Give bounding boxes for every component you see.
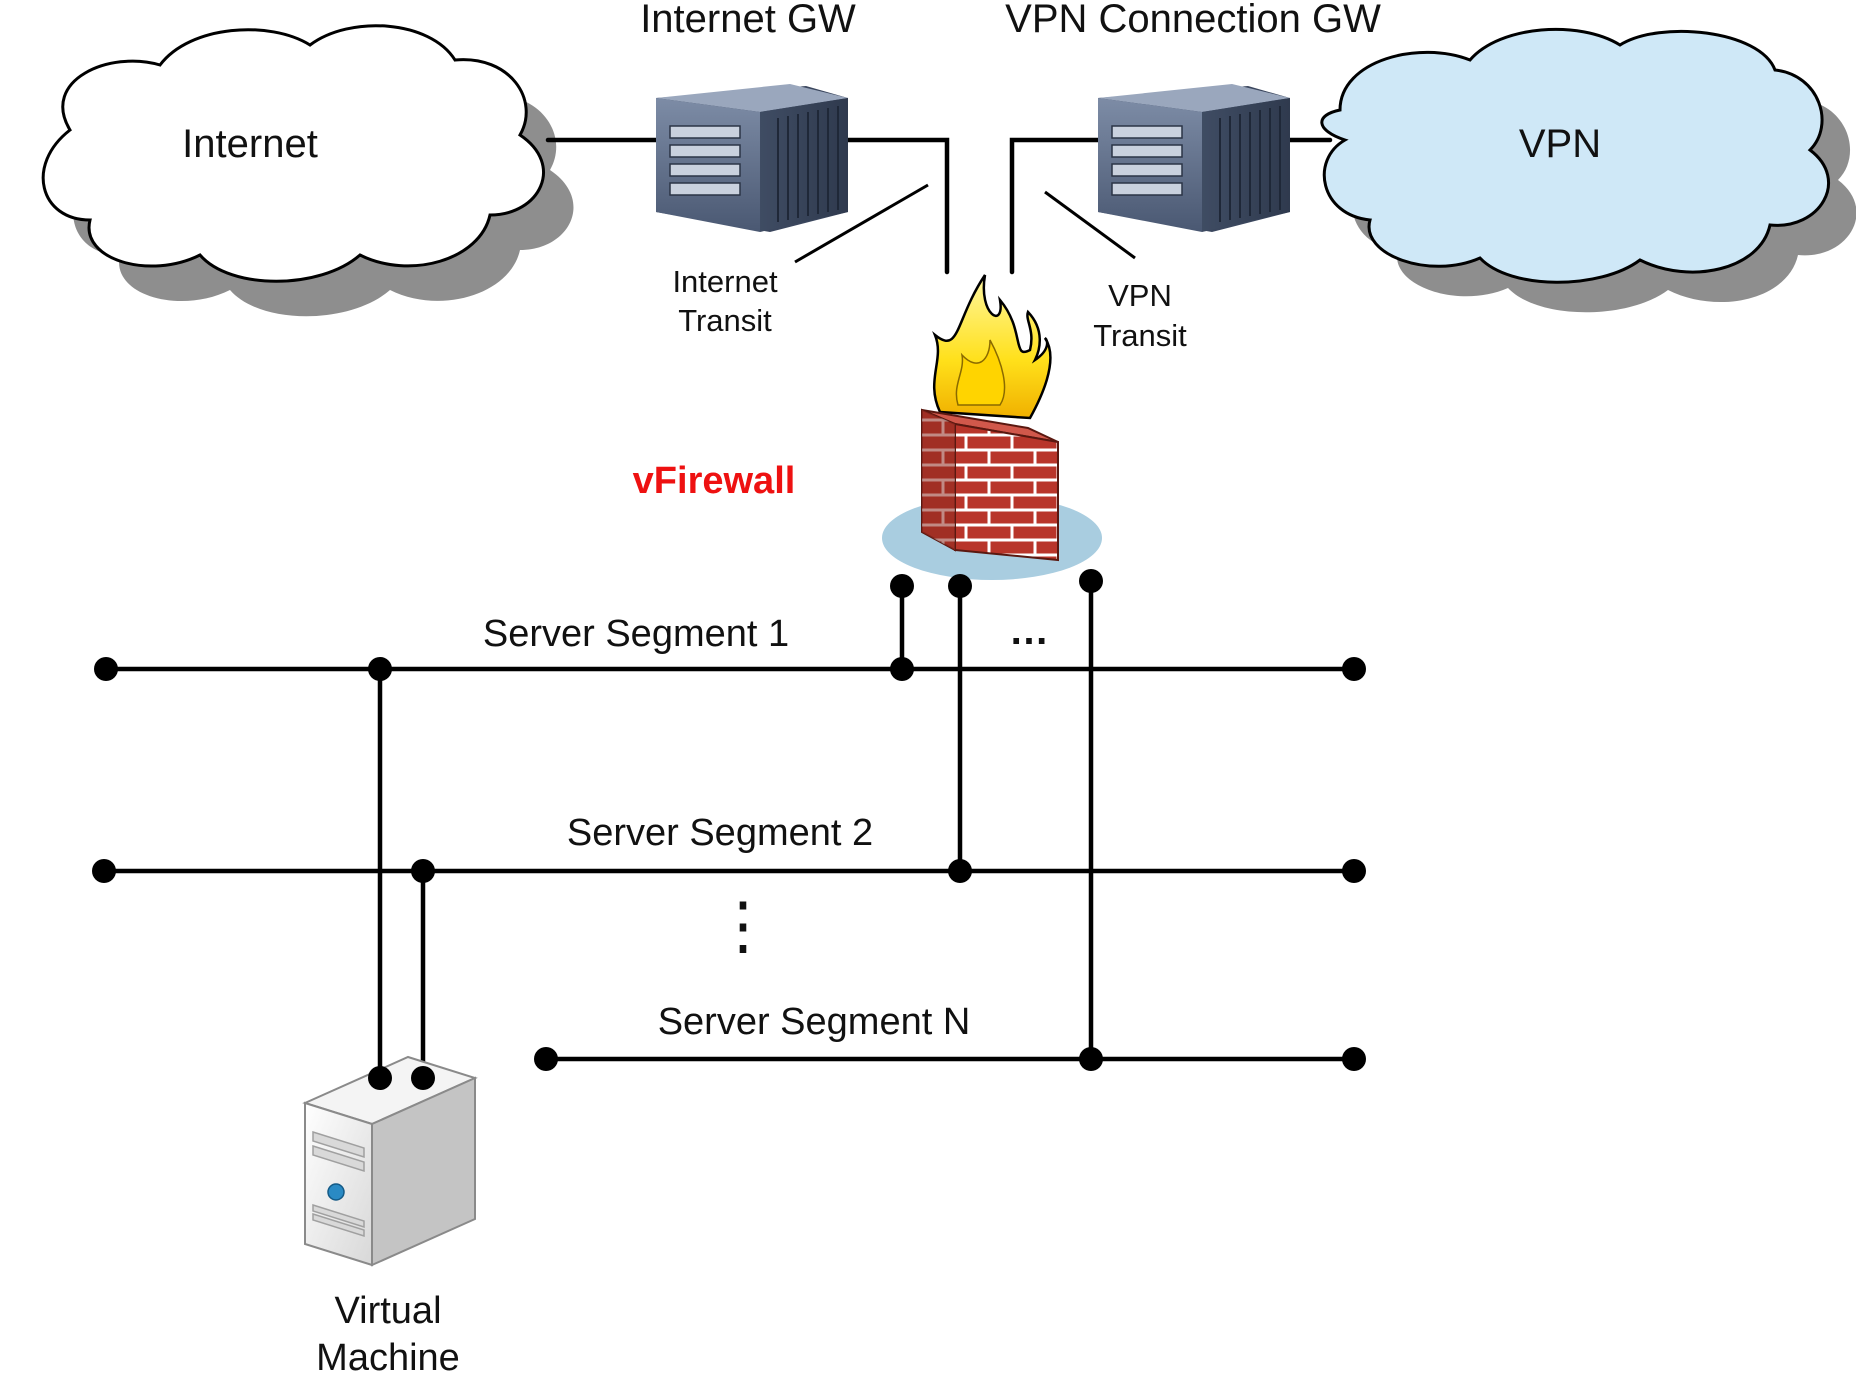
fw-port-2	[948, 574, 972, 598]
internet-cloud-label: Internet	[182, 122, 318, 166]
cloud-icon	[1320, 27, 1830, 284]
firewall-downlinks	[899, 578, 1094, 1062]
vpn-transit-pointer	[1044, 190, 1136, 260]
vpn-gw	[1098, 84, 1290, 232]
virtual-machine: Virtual Machine	[302, 1055, 478, 1376]
segment-n-label: Server Segment N	[658, 1001, 971, 1043]
internet-transit-label-line2: Transit	[678, 303, 772, 338]
vfirewall: vFirewall	[633, 274, 1102, 580]
uplink-wires	[545, 137, 1333, 275]
vpn-gw-to-firewall-wire	[1009, 137, 1103, 275]
fw-port-n	[1079, 569, 1103, 593]
firewall-icon	[882, 274, 1102, 580]
vm-label-line1: Virtual	[334, 1290, 441, 1332]
vm-port-1	[368, 1066, 392, 1090]
vpn-cloud-label: VPN	[1519, 122, 1601, 166]
fw-port-1	[890, 574, 914, 598]
horizontal-ellipsis: …	[1009, 609, 1049, 653]
segment-n-fw-junction	[1079, 1047, 1103, 1071]
segment-n-left-endpoint	[534, 1047, 558, 1071]
server-rack-icon	[656, 84, 848, 232]
vpn-gw-label: VPN Connection GW	[1005, 0, 1381, 41]
vpn-transit-label-line1: VPN	[1108, 278, 1172, 313]
segment-1-label: Server Segment 1	[483, 613, 789, 655]
vpn-transit-label-line2: Transit	[1093, 318, 1187, 353]
internet-transit-pointer	[794, 183, 929, 264]
segment-2-fw-junction	[948, 859, 972, 883]
segment-1-fw-junction	[890, 657, 914, 681]
server-segments: Server Segment 1 Server Segment 2 Server…	[101, 609, 1357, 1062]
segment-1-vm-junction	[368, 657, 392, 681]
vm-port-2	[411, 1066, 435, 1090]
vfirewall-label: vFirewall	[633, 460, 796, 502]
vm-label-line2: Machine	[316, 1337, 460, 1376]
cloud-icon	[41, 24, 545, 283]
internet-transit-label-line1: Internet	[672, 264, 778, 299]
internet-cloud: Internet	[41, 24, 574, 317]
segment-1-left-endpoint	[94, 657, 118, 681]
internet-gw	[656, 84, 848, 232]
vpn-cloud: VPN	[1320, 27, 1856, 313]
segment-n-right-endpoint	[1342, 1047, 1366, 1071]
segment-2-right-endpoint	[1342, 859, 1366, 883]
segment-2-label: Server Segment 2	[567, 812, 873, 854]
server-tower-icon	[302, 1055, 478, 1267]
server-rack-icon	[1098, 84, 1290, 232]
segment-2-left-endpoint	[92, 859, 116, 883]
junction-dots	[92, 569, 1366, 1071]
vm-links	[377, 666, 426, 1081]
internet-gw-label: Internet GW	[640, 0, 856, 41]
segment-1-right-endpoint	[1342, 657, 1366, 681]
segment-2-vm-junction	[411, 859, 435, 883]
internet-gw-to-firewall-wire	[843, 137, 950, 275]
vertical-ellipsis: ⋮	[711, 889, 775, 961]
